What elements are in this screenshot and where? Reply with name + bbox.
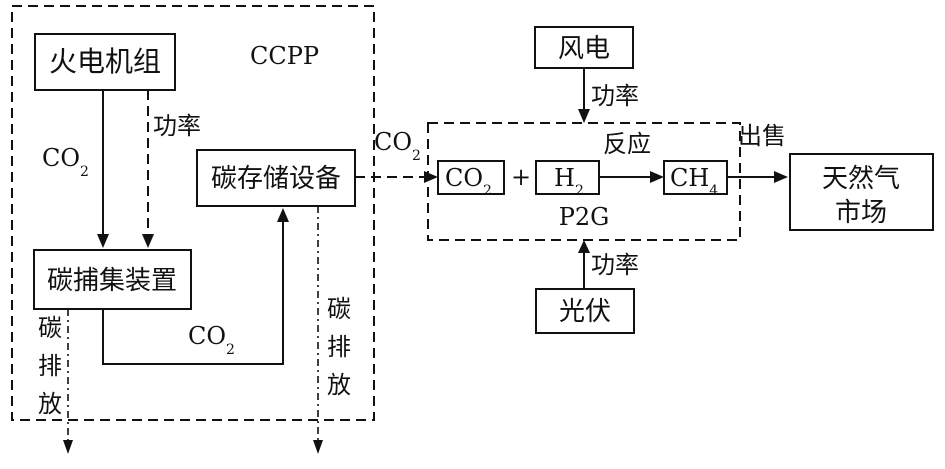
- co2-path-capture-to-storage: [102, 222, 284, 365]
- co2-label-bottom: CO2: [188, 322, 235, 358]
- solar-box: [535, 288, 635, 334]
- ccpp-boundary: [11, 5, 375, 421]
- sell-label: 出售: [738, 122, 786, 150]
- co2-label-left: CO2: [42, 144, 89, 180]
- arrowhead-emission-left: [63, 440, 73, 454]
- h2-box-label: H2: [554, 164, 584, 199]
- thermal-unit-label: 火电机组: [49, 45, 161, 78]
- emission-right-3: 放: [327, 371, 351, 399]
- reaction-label: 反应: [603, 130, 651, 158]
- storage-device-label: 碳存储设备: [211, 164, 341, 194]
- co2-box: [437, 160, 505, 195]
- arrowhead-reaction: [650, 171, 664, 183]
- power-label-ccpp: 功率: [153, 112, 201, 140]
- emission-right-2: 排: [327, 333, 351, 361]
- p2g-label: P2G: [559, 203, 610, 231]
- arrowhead-co2-right: [424, 171, 438, 183]
- co2-box-label: CO2: [445, 164, 492, 199]
- arrowhead-wind: [578, 109, 590, 123]
- arrowhead-power-down: [142, 234, 154, 248]
- capture-device-label: 碳捕集装置: [47, 266, 177, 296]
- thermal-unit-box: [34, 33, 176, 91]
- plus-sign: +: [511, 163, 531, 191]
- ccpp-label: CCPP: [250, 42, 319, 70]
- arrowhead-emission-right: [313, 440, 323, 454]
- arrowhead-co2-down: [97, 234, 109, 248]
- storage-device-box: [196, 149, 356, 207]
- wind-power-label: 功率: [591, 82, 639, 110]
- arrowhead-sell: [774, 171, 788, 183]
- solar-label: 光伏: [559, 297, 611, 327]
- ch4-box-label: CH4: [670, 164, 718, 199]
- emission-left-1: 碳: [38, 314, 62, 342]
- gas-market-line2: 市场: [835, 198, 887, 228]
- arrowhead-solar: [578, 240, 590, 253]
- gas-market-box: [789, 153, 934, 231]
- emission-left-3: 放: [38, 390, 62, 418]
- co2-label-to-p2g: CO2: [374, 128, 421, 164]
- capture-device-box: [33, 249, 192, 310]
- gas-market-line1: 天然气: [822, 164, 900, 194]
- h2-box: [535, 160, 600, 195]
- solar-power-label: 功率: [591, 251, 639, 279]
- emission-right-1: 碳: [327, 295, 351, 323]
- emission-left-2: 排: [38, 352, 62, 380]
- arrowhead-co2-up: [277, 208, 289, 222]
- wind-box: [534, 26, 634, 69]
- wind-label: 风电: [558, 34, 610, 64]
